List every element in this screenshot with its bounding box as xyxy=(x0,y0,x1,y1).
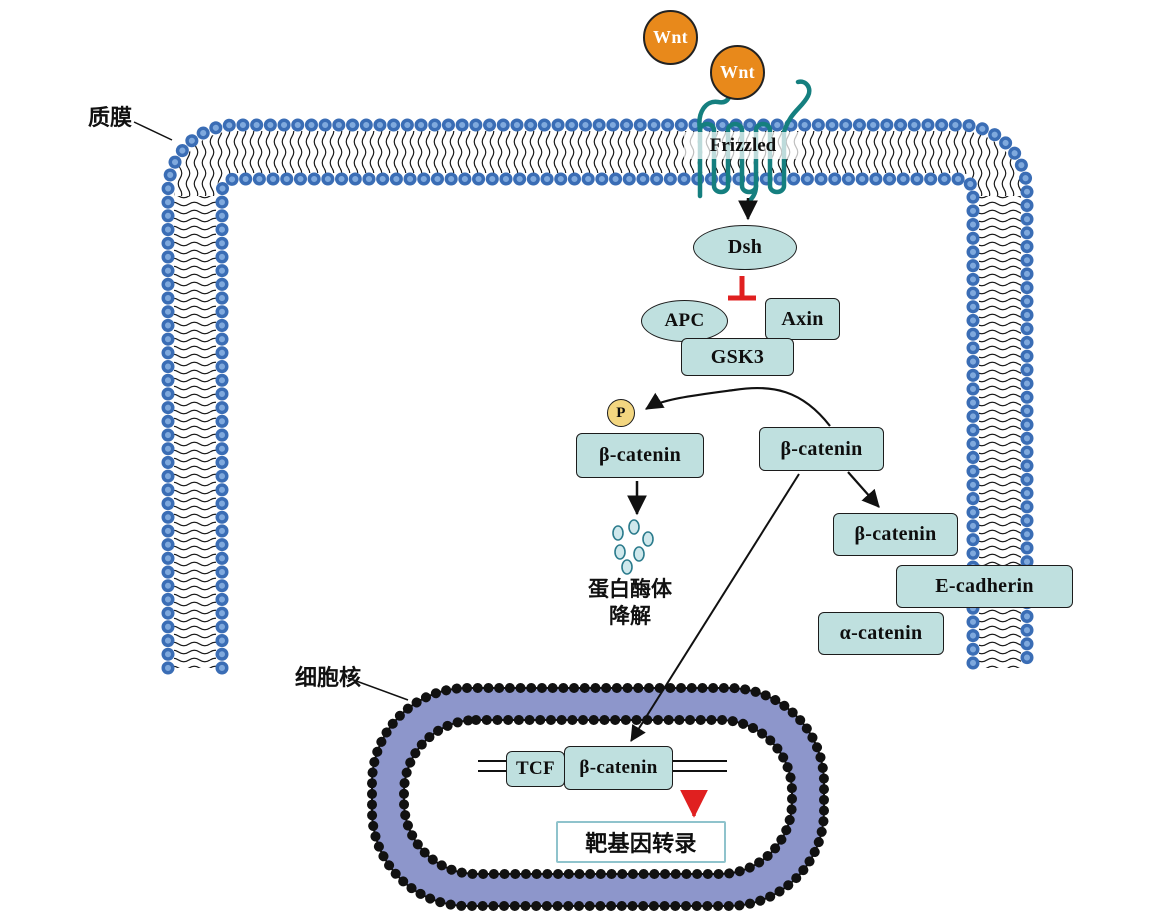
proteasome-degradation-line1: 蛋白酶体 xyxy=(588,577,672,601)
tcf-node: TCF xyxy=(506,751,565,787)
target-gene-transcription-box: 靶基因转录 xyxy=(556,821,726,863)
dna-lines xyxy=(478,760,727,772)
apc-node: APC xyxy=(641,300,728,342)
beta-catenin-nuclear-node: β-catenin xyxy=(564,746,673,790)
e-cadherin-node: E-cadherin xyxy=(896,565,1073,608)
beta-catenin-phosphorylated-node: β-catenin xyxy=(576,433,704,478)
wnt-ligand-1: Wnt xyxy=(643,10,698,65)
pointer-line-plasma-membrane xyxy=(133,121,173,141)
arrow-beta-catenin-to-nucleus xyxy=(630,473,800,742)
beta-catenin-free-node: β-catenin xyxy=(759,427,884,471)
proteasome-degradation-label: 蛋白酶体 降解 xyxy=(570,575,690,631)
gsk3-node: GSK3 xyxy=(681,338,794,376)
degradation-particles xyxy=(612,519,654,575)
plasma-membrane xyxy=(161,118,1034,675)
pointer-line-nucleus xyxy=(347,677,409,701)
beta-catenin-membrane-node: β-catenin xyxy=(833,513,958,556)
wnt-ligand-2: Wnt xyxy=(710,45,765,100)
arrow-beta-catenin-to-membrane-complex xyxy=(847,471,880,508)
dsh-node: Dsh xyxy=(693,225,797,270)
frizzled-label: Frizzled xyxy=(684,132,802,159)
alpha-catenin-node: α-catenin xyxy=(818,612,944,655)
inhibition-tee-icon xyxy=(728,276,756,301)
proteasome-degradation-line2: 降解 xyxy=(609,604,651,628)
plasma-membrane-label: 质膜 xyxy=(87,105,132,130)
arrow-complex-to-phospho-beta-catenin xyxy=(645,386,831,427)
phosphate-icon: P xyxy=(607,399,635,427)
nucleus-envelope xyxy=(367,683,829,911)
nucleus-label: 细胞核 xyxy=(294,665,361,690)
axin-node: Axin xyxy=(765,298,840,340)
